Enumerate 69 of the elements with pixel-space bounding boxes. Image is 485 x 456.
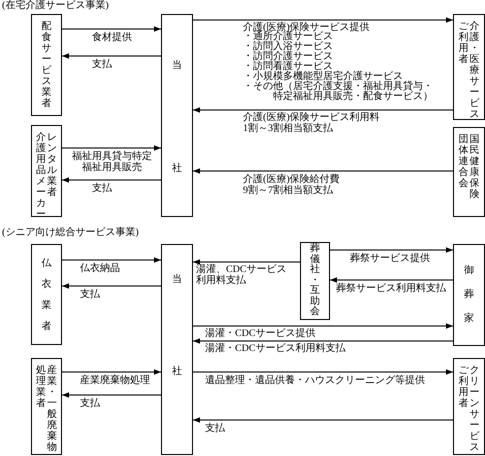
edge-label: 支払 (80, 398, 101, 409)
entity-box (161, 14, 193, 217)
arrow (62, 53, 162, 59)
arrow (192, 417, 454, 423)
section-heading: (シニア向け総合サービス事業) (2, 228, 140, 238)
entity-box (31, 125, 62, 217)
entity-box (453, 14, 485, 120)
vertical-label: 団体連合会 (458, 134, 469, 189)
entity-box (161, 244, 193, 455)
edge-label: 支払 (205, 423, 226, 434)
arrow (192, 323, 454, 329)
list-item: ・訪問介護サービス (243, 52, 334, 62)
arrow (192, 259, 300, 265)
edge-label: 支払 (80, 289, 101, 300)
entity-box (31, 244, 62, 345)
edge-label: 湯灌・CDCサービス利用料支払 (205, 343, 347, 354)
edge-label: 葬祭サービス提供 (350, 253, 431, 264)
entity-box (453, 127, 485, 217)
edge-label: 遺品整理・遺品供養・ハウスクリーニング等提供 (205, 375, 426, 386)
arrow (192, 168, 454, 174)
list-item: ・その他（居宅介護支援・福祉用具貸与・特定福祉用具販売・配食サービス） (243, 82, 434, 102)
list-item: ・通所介護サービス (243, 32, 333, 42)
edge-label: 食材提供 (92, 32, 133, 43)
edge-label: 支払 (92, 183, 113, 194)
vertical-label: 介護用品メーカー (36, 132, 46, 220)
vertical-label: 当社 (172, 58, 182, 176)
entity-box (300, 242, 330, 320)
arrow (330, 247, 454, 253)
arrow (62, 177, 162, 183)
vertical-label: 国民健康保険 (469, 134, 480, 200)
edge-label: 仏衣納品 (80, 263, 121, 274)
entity-box (31, 358, 62, 455)
vertical-label: 当社 (172, 272, 182, 379)
vertical-label: 産業・一般廃棄物 (46, 365, 58, 453)
arrow (192, 369, 454, 375)
arrow (192, 107, 454, 113)
vertical-label: ご利用者 (458, 365, 469, 409)
list-item: ・訪問看護サービス (243, 62, 333, 72)
entity-box (31, 14, 62, 116)
vertical-label: 葬儀社・互助会 (310, 244, 320, 318)
arrow (62, 392, 162, 398)
arrow (62, 145, 162, 151)
edge-label: 介護(医療)保険サービス利用料1割～3割相当額支払 (243, 112, 381, 134)
vertical-label: クリーンサービス (469, 365, 480, 453)
vertical-label: 配食サービス業者 (41, 21, 52, 109)
arrow (62, 283, 162, 289)
vertical-label: 介護・医療サービス (469, 21, 480, 120)
edge-label: 支払 (92, 59, 113, 70)
arrow (330, 277, 454, 283)
entity-box (453, 358, 485, 455)
vertical-label: レンタル業者 (46, 132, 58, 198)
vertical-label: 処理業者 (36, 365, 46, 409)
edge-label: 湯灌、CDCサービス利用料支払 (196, 264, 288, 286)
edge-label: 葬祭サービス利用料支払 (336, 283, 447, 294)
edge-label: 産業廃棄物処理 (80, 375, 151, 386)
arrow (62, 369, 162, 375)
arrow (192, 338, 454, 344)
list-item: ・小規模多機能型居宅介護サービス (243, 72, 403, 82)
edge-label: 介護(医療)保険給付費9割～7割相当額支払 (243, 174, 341, 196)
vertical-label: 仏衣業者 (41, 256, 52, 334)
edge-label: 湯灌・CDCサービス提供 (205, 328, 317, 339)
vertical-label: ご利用者 (458, 21, 469, 65)
list-item: ・訪問入浴サービス (243, 42, 334, 52)
arrow (192, 17, 454, 23)
entity-box (453, 244, 485, 346)
edge-label: 福祉用具貸与特定福祉用具販売 (71, 151, 153, 173)
arrow (62, 26, 162, 32)
vertical-label: 御葬家 (464, 264, 474, 326)
arrow (62, 257, 162, 263)
